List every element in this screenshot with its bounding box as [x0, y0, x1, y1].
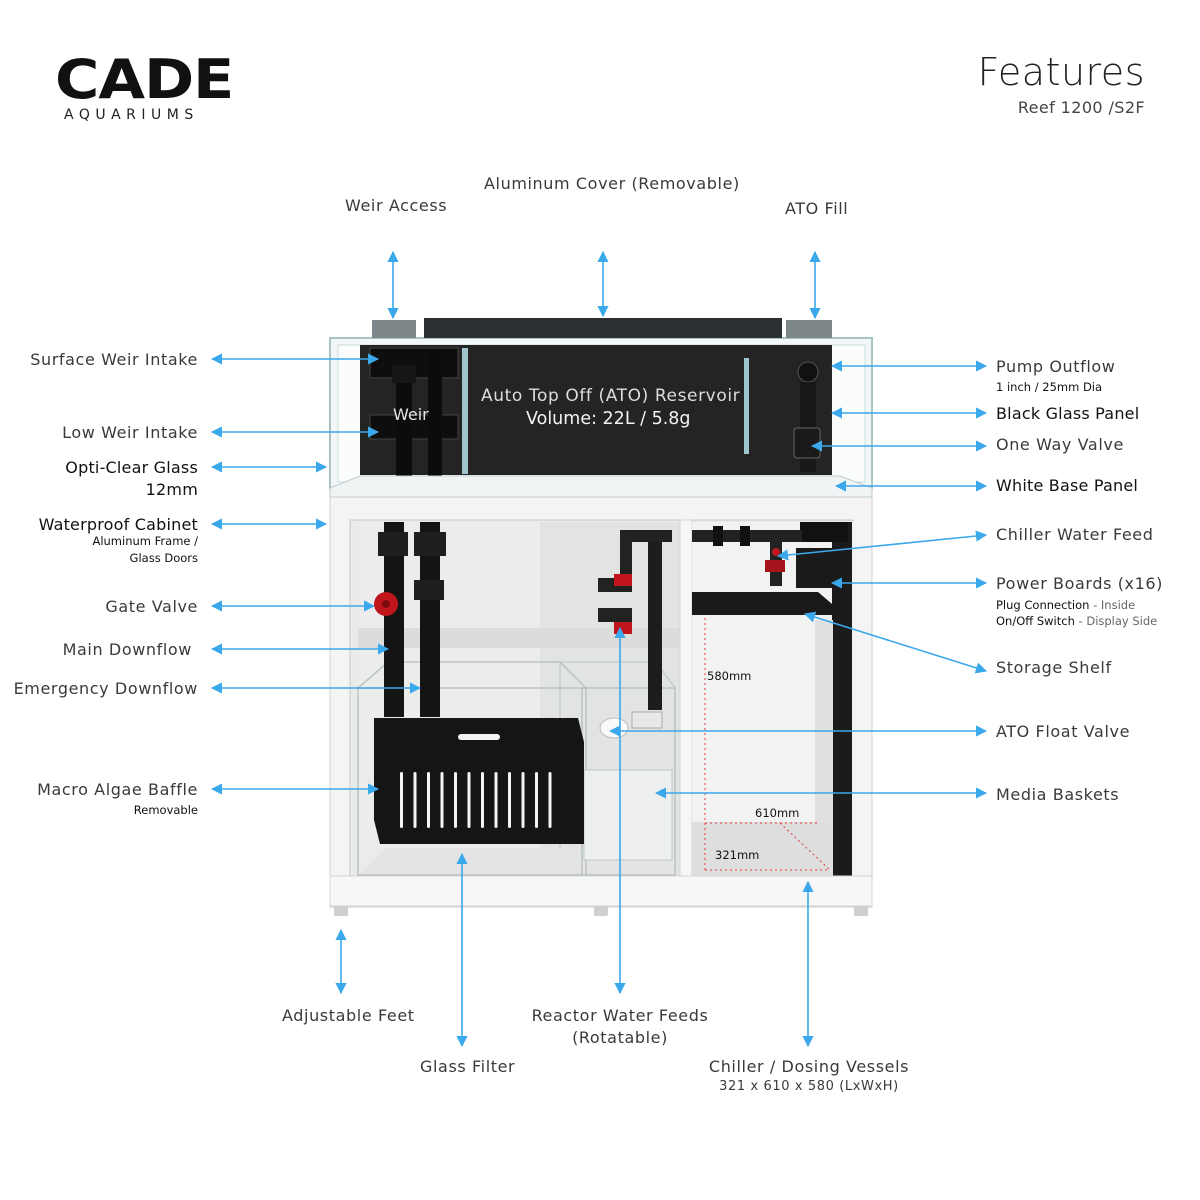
label-cabinet-sub1: Aluminum Frame /	[92, 534, 198, 548]
label-emergency-downflow: Emergency Downflow	[13, 679, 198, 698]
label-aluminum-cover: Aluminum Cover (Removable)	[484, 174, 740, 193]
label-chiller-dosing-vessels: Chiller / Dosing Vessels	[708, 1057, 910, 1076]
baffle-slot	[400, 772, 403, 828]
brand-subtitle: AQUARIUMS	[64, 107, 199, 123]
label-low-weir-intake: Low Weir Intake	[62, 423, 198, 442]
baffle-slot	[454, 772, 457, 828]
label-weir-access: Weir Access	[345, 196, 448, 215]
label-pump-outflow-sub: 1 inch / 25mm Dia	[996, 380, 1103, 394]
plug-connection-note: - Inside	[1089, 598, 1136, 612]
label-opti-clear-thickness: 12mm	[145, 480, 198, 499]
label-reactor-water-feeds-sub: (Rotatable)	[572, 1028, 668, 1047]
baffle-slot	[494, 772, 498, 828]
display-tank	[329, 318, 873, 498]
dimension-guides	[704, 618, 831, 871]
label-waterproof-cabinet: Waterproof Cabinet	[38, 515, 198, 534]
label-onoff-switch: On/Off Switch - Display Side	[996, 614, 1157, 628]
label-opti-clear-glass: Opti-Clear Glass	[65, 458, 198, 477]
ato-reservoir-title: Auto Top Off (ATO) Reservoir	[481, 386, 741, 406]
label-pump-outflow: Pump Outflow	[996, 357, 1116, 376]
label-black-glass-panel: Black Glass Panel	[996, 404, 1140, 423]
page-title: Features	[977, 50, 1145, 94]
label-chiller-dosing-vessels-sub: 321 x 610 x 580 (LxWxH)	[719, 1079, 899, 1094]
baffle-slot	[440, 772, 444, 828]
dimension-length: 321mm	[715, 848, 760, 862]
downflow-pipes	[374, 522, 446, 717]
label-macro-algae-baffle: Macro Algae Baffle	[37, 780, 198, 799]
macro-algae-baffle	[374, 718, 584, 844]
dimension-width: 610mm	[755, 806, 800, 820]
label-adjustable-feet: Adjustable Feet	[282, 1006, 415, 1025]
label-storage-shelf: Storage Shelf	[996, 658, 1112, 677]
label-gate-valve: Gate Valve	[105, 597, 198, 616]
label-ato-fill: ATO Fill	[785, 199, 849, 218]
brand-logo: CADE	[55, 48, 234, 111]
dimension-height: 580mm	[707, 669, 752, 683]
onoff-switch-text: On/Off Switch	[996, 614, 1075, 628]
baffle-slot	[521, 772, 525, 828]
label-one-way-valve: One Way Valve	[996, 435, 1124, 454]
baffle-slot	[535, 772, 538, 828]
baffle-slot	[467, 772, 471, 828]
label-reactor-water-feeds: Reactor Water Feeds	[531, 1006, 709, 1025]
arrows	[210, 250, 988, 1048]
label-white-base-panel: White Base Panel	[996, 476, 1139, 495]
weir-label: Weir	[393, 405, 429, 424]
label-ato-float-valve: ATO Float Valve	[996, 722, 1131, 741]
arrow-storage-shelf	[803, 611, 988, 674]
baffle-slot	[413, 772, 417, 828]
onoff-switch-note: - Display Side	[1074, 614, 1158, 628]
baffle-slot	[427, 772, 430, 828]
label-power-boards: Power Boards (x16)	[996, 574, 1164, 593]
label-cabinet-sub2: Glass Doors	[129, 551, 198, 565]
baffle-slot	[481, 772, 484, 828]
label-chiller-water-feed: Chiller Water Feed	[996, 525, 1154, 544]
label-media-baskets: Media Baskets	[996, 785, 1120, 804]
plug-connection-text: Plug Connection	[996, 598, 1090, 612]
label-surface-weir-intake: Surface Weir Intake	[30, 350, 198, 369]
baffle-slot	[508, 772, 511, 828]
page-subtitle: Reef 1200 /S2F	[1017, 98, 1145, 117]
label-glass-filter: Glass Filter	[420, 1057, 516, 1076]
arrow-chiller-feed	[776, 530, 988, 561]
ato-reservoir-volume: Volume: 22L / 5.8g	[526, 409, 691, 429]
label-plug-connection: Plug Connection - Inside	[996, 598, 1135, 612]
label-macro-algae-baffle-sub: Removable	[133, 803, 198, 817]
baffle-slot	[548, 772, 552, 828]
label-main-downflow: Main Downflow	[62, 640, 192, 659]
